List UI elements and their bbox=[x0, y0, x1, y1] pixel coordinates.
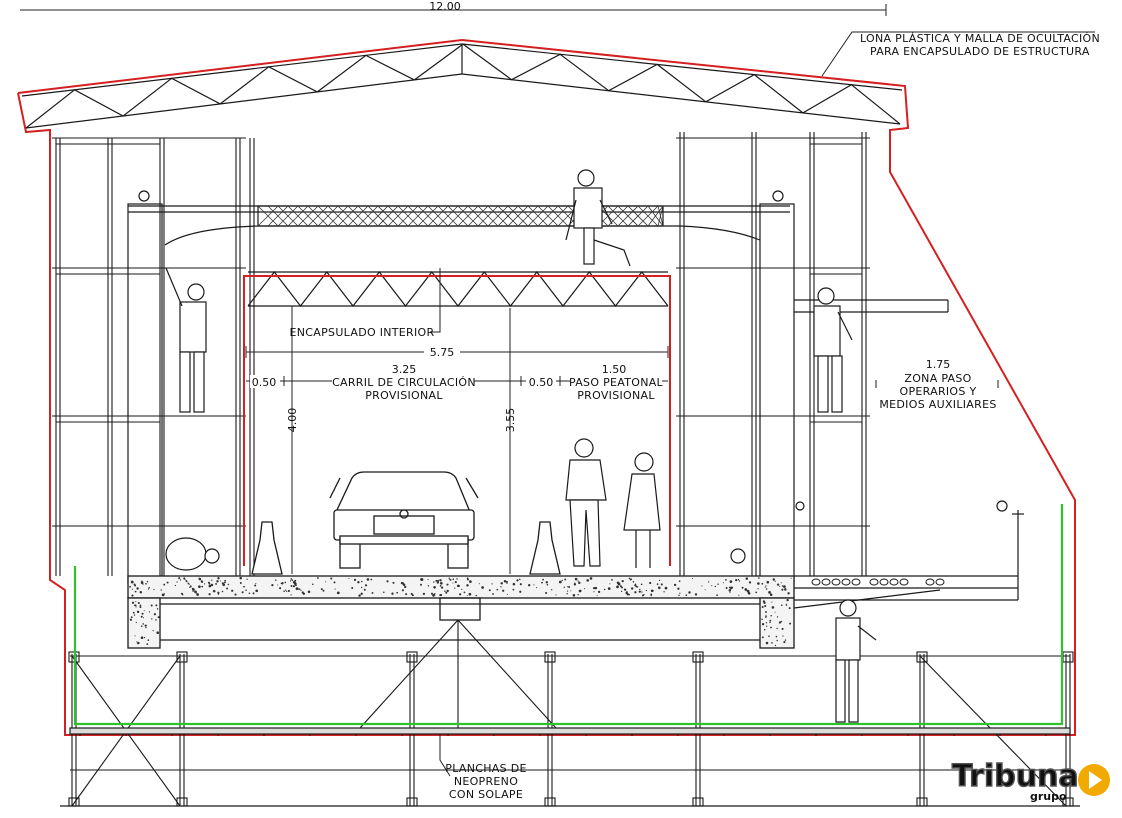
label-outer-cover-1: LONA PLÁSTICA Y MALLA DE OCULTACIÓN bbox=[860, 32, 1100, 45]
deck-slab bbox=[127, 575, 795, 649]
dim-clearance-total: 4.00 bbox=[286, 408, 299, 433]
label-side-zone-1: ZONA PASO bbox=[904, 372, 971, 385]
label-neoprene-3: CON SOLAPE bbox=[449, 788, 523, 801]
inner-encapsulation bbox=[243, 275, 671, 566]
dim-mid-gap: 0.50 bbox=[529, 376, 554, 389]
pedestrians bbox=[565, 438, 661, 568]
upper-beam bbox=[128, 205, 790, 246]
label-walkway-1: PASO PEATONAL bbox=[569, 376, 664, 389]
label-lane-2: PROVISIONAL bbox=[365, 389, 443, 402]
walkway-label-bg bbox=[570, 375, 662, 388]
logo-subtext: grupo bbox=[1030, 790, 1067, 803]
dim-bg-inner bbox=[424, 345, 460, 359]
dim-overall-label: 12.00 bbox=[429, 0, 461, 13]
inner-cover-bg bbox=[294, 325, 430, 339]
platform-rings bbox=[811, 578, 945, 586]
dim-lane-width: 3.25 bbox=[392, 363, 417, 376]
gap-left-bg bbox=[250, 375, 280, 388]
beam-mesh bbox=[257, 205, 664, 227]
worker-top bbox=[565, 169, 631, 267]
label-neoprene-1: PLANCHAS DE bbox=[445, 762, 526, 775]
label-outer-cover-2: PARA ENCAPSULADO DE ESTRUCTURA bbox=[870, 45, 1090, 58]
worker-bottom bbox=[835, 599, 877, 723]
dim-walkway-width: 1.50 bbox=[602, 363, 627, 376]
outer-encapsulation bbox=[17, 38, 1076, 736]
worker-right bbox=[813, 287, 853, 413]
label-walkway-2: PROVISIONAL bbox=[577, 389, 655, 402]
tribuna-logo: Tribuna grupo bbox=[951, 758, 1110, 803]
dim-left-gap: 0.50 bbox=[252, 376, 277, 389]
car bbox=[329, 471, 479, 569]
logo-play-triangle bbox=[1089, 771, 1102, 789]
dim-inner-width: 5.75 bbox=[430, 346, 455, 359]
lane-label-bg bbox=[332, 375, 474, 388]
label-side-zone-3: MEDIOS AUXILIARES bbox=[879, 398, 996, 411]
dim-clearance-net: 3.55 bbox=[504, 408, 517, 433]
lower-shoring bbox=[68, 619, 1074, 807]
leader-outer-cover bbox=[821, 31, 1095, 77]
roof-truss bbox=[21, 43, 903, 129]
base-plate bbox=[69, 727, 1071, 735]
traffic-barriers bbox=[251, 521, 561, 575]
dim-side-zone: 1.75 bbox=[926, 358, 951, 371]
inner-truss bbox=[247, 271, 669, 307]
dim-overall bbox=[20, 4, 887, 16]
scaffolding bbox=[52, 132, 870, 576]
logo-text: Tribuna bbox=[952, 759, 1079, 794]
label-inner-cover: ENCAPSULADO INTERIOR bbox=[290, 326, 435, 339]
worker-left bbox=[165, 267, 207, 413]
label-lane-1: CARRIL DE CIRCULACIÓN bbox=[332, 376, 476, 389]
label-neoprene-2: NEOPRENO bbox=[454, 775, 518, 788]
concrete-texture bbox=[129, 576, 792, 647]
equipment bbox=[165, 500, 1008, 571]
neoprene-sheets bbox=[73, 504, 1064, 726]
label-side-zone-2: OPERARIOS Y bbox=[899, 385, 976, 398]
gap-mid-bg bbox=[526, 375, 556, 388]
